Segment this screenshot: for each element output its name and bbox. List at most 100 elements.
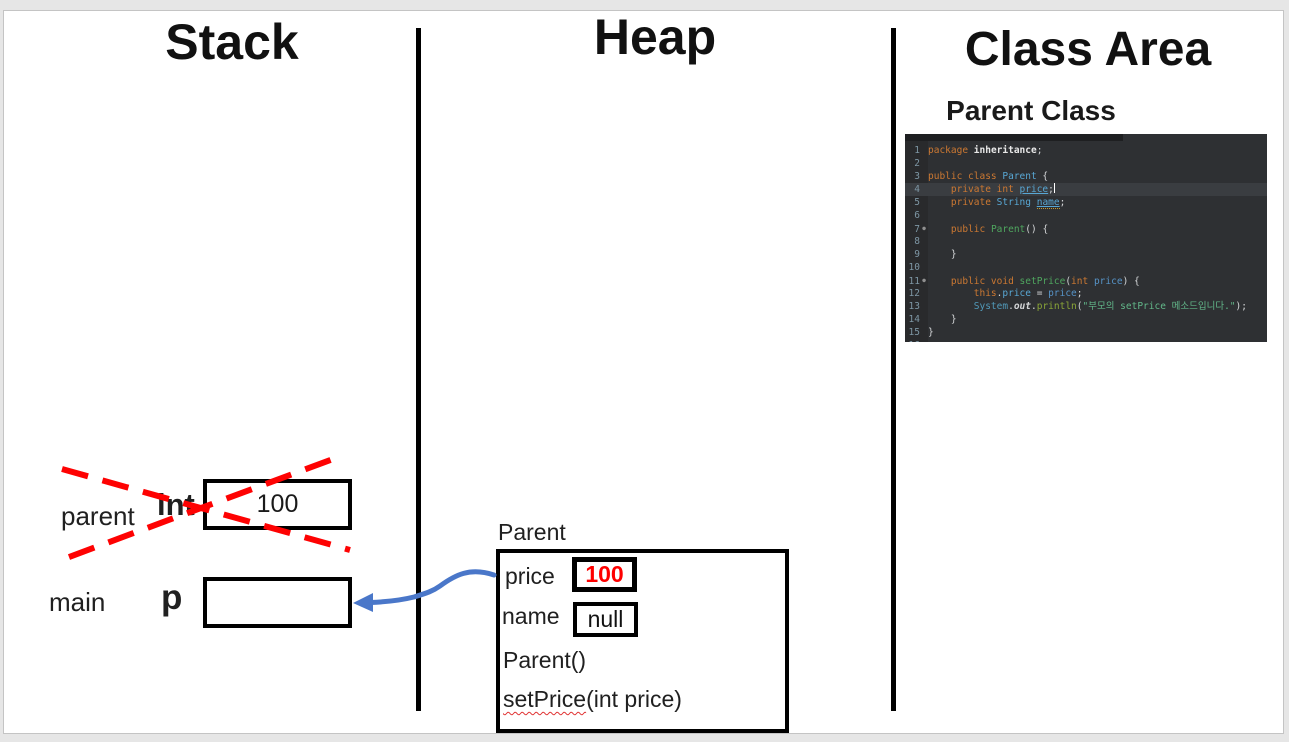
code-token: private <box>950 197 991 208</box>
heap-method-constructor: Parent() <box>503 647 587 673</box>
code-token: price <box>1002 288 1031 299</box>
code-token: ; <box>1076 288 1083 299</box>
code-token: package <box>928 145 969 156</box>
code-token: setPrice <box>1019 276 1066 287</box>
code-line: 9 } <box>905 248 1267 261</box>
code-line: 12 this.price = price; <box>905 287 1267 300</box>
code-line: 4 private int price; <box>905 183 1267 196</box>
line-number: 14 <box>908 314 920 325</box>
code-token <box>928 224 951 235</box>
line-number: 9 <box>914 249 920 260</box>
code-line: 7● public Parent() { <box>905 222 1267 235</box>
code-token: ; <box>1048 184 1054 195</box>
code-line: 11● public void setPrice(int price) { <box>905 274 1267 287</box>
code-token: ; <box>1036 145 1043 156</box>
heap-field-price-value: 100 <box>585 561 624 587</box>
heap-method-setprice-args: (int price) <box>586 686 682 712</box>
heap-method-setprice: setPrice(int price) <box>503 686 682 713</box>
code-token: . <box>1031 301 1037 312</box>
stack-frame-label-main: main <box>49 587 106 617</box>
stack-value-box-p <box>203 577 352 628</box>
code-editor-top-strip <box>905 134 1267 141</box>
code-token: = <box>1031 288 1049 299</box>
code-token <box>928 288 974 299</box>
code-token: price <box>1093 276 1123 287</box>
stack-section-title: Stack <box>165 14 299 70</box>
line-number: 13 <box>908 301 920 312</box>
heap-field-price-label: price <box>505 563 555 589</box>
line-number: 3 <box>914 171 920 182</box>
line-number: 12 <box>908 288 920 299</box>
heap-object-box <box>496 549 789 733</box>
stack-value-int: 100 <box>256 490 299 518</box>
code-token: out <box>1013 301 1031 312</box>
stack-frame-label-parent: parent <box>61 501 135 531</box>
line-number: 11 <box>908 276 920 287</box>
code-line: 5 private String name; <box>905 196 1267 209</box>
code-token: public void <box>950 276 1014 287</box>
code-token: this <box>973 288 997 299</box>
code-token: . <box>996 288 1003 299</box>
line-number: 2 <box>914 158 920 169</box>
line-number: 15 <box>908 327 920 338</box>
code-line: 14 } <box>905 313 1267 326</box>
parent-class-label: Parent Class <box>946 95 1116 126</box>
code-token: private int <box>950 184 1014 195</box>
code-token <box>928 197 951 208</box>
code-token: } <box>928 249 957 260</box>
code-token: ) { <box>1122 276 1140 287</box>
heap-method-setprice-name: setPrice <box>503 686 587 712</box>
code-token: price <box>1019 184 1049 195</box>
code-token: Parent <box>990 224 1026 235</box>
stack-value-box-int: 100 <box>203 479 352 530</box>
line-number: 6 <box>914 210 920 221</box>
stack-var-name-p: p <box>161 578 183 617</box>
code-line: 10 <box>905 261 1267 274</box>
code-editor-top-strip-dark <box>905 134 1123 141</box>
heap-object-label: Parent <box>498 519 566 545</box>
code-token: . <box>1008 301 1014 312</box>
heap-field-name-label: name <box>502 603 560 629</box>
divider-stack-heap <box>416 28 421 711</box>
line-number: 4 <box>914 184 920 195</box>
code-token: { <box>1036 171 1049 182</box>
line-number: 5 <box>914 197 920 208</box>
method-marker-icon: ● <box>922 225 926 232</box>
code-line: 2 <box>905 157 1267 170</box>
code-token: int <box>1071 276 1089 287</box>
code-token: ( <box>1076 301 1083 312</box>
code-token: name <box>1036 197 1060 209</box>
code-token: Parent <box>1002 171 1037 182</box>
code-token <box>928 301 974 312</box>
line-number: 1 <box>914 145 920 156</box>
stack-var-name-int: int <box>157 487 195 522</box>
heap-field-name-value: null <box>587 606 624 632</box>
code-token: System <box>973 301 1009 312</box>
heap-field-name-box: null <box>573 602 638 637</box>
code-token: price <box>1048 288 1077 299</box>
code-token: } <box>928 327 934 338</box>
code-token: } <box>928 314 957 325</box>
code-line: 16 <box>905 339 1267 342</box>
heap-section-title: Heap <box>593 9 717 65</box>
code-line: 15} <box>905 326 1267 339</box>
code-token: ; <box>1059 197 1066 208</box>
code-token: ); <box>1235 301 1247 312</box>
code-line: 6 <box>905 209 1267 222</box>
heap-field-price-box: 100 <box>572 557 637 592</box>
method-marker-icon: ● <box>922 277 926 284</box>
code-token <box>1031 197 1037 208</box>
code-token: println <box>1036 301 1077 312</box>
line-number: 10 <box>908 262 920 273</box>
code-token: public <box>950 224 986 235</box>
code-token <box>928 276 951 287</box>
code-line: 13 System.out.println("부모의 setPrice 메소드입… <box>905 300 1267 313</box>
code-line: 8 <box>905 235 1267 248</box>
line-number: 8 <box>914 236 920 247</box>
line-number: 7 <box>914 224 920 235</box>
code-token <box>928 184 951 195</box>
